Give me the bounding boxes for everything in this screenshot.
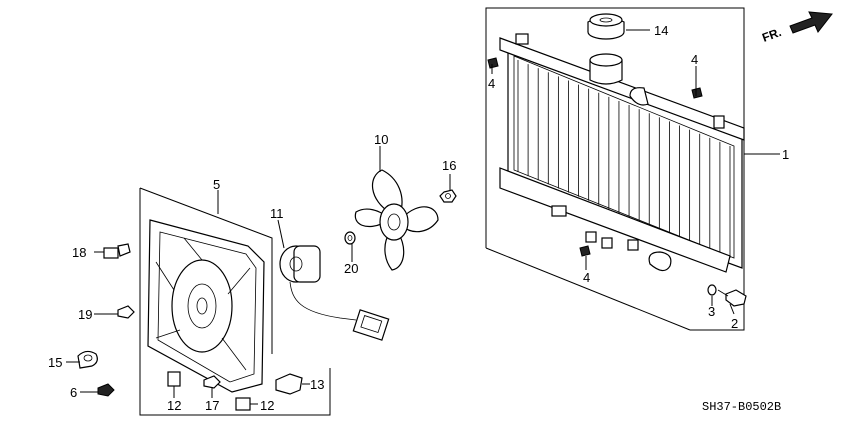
front-direction-arrow: FR. (760, 11, 833, 45)
callout-15: 15 (48, 355, 62, 370)
callout-5: 5 (213, 177, 220, 192)
callout-20: 20 (344, 261, 358, 276)
fan-nut (439, 189, 457, 203)
callout-1: 1 (782, 147, 789, 162)
callout-6: 6 (70, 385, 77, 400)
front-direction-label: FR. (760, 25, 783, 45)
radiator-cushion-clip (487, 57, 499, 69)
fan-washer (344, 231, 356, 245)
radiator-cushion-clip (579, 245, 591, 257)
callout-11: 11 (270, 206, 284, 221)
shroud-screw (117, 305, 135, 319)
fan-shroud (147, 219, 265, 393)
wire-clip (97, 383, 115, 397)
callout-10: 10 (374, 132, 388, 147)
callout-14: 14 (654, 23, 668, 38)
shroud-bolt (103, 243, 131, 259)
callout-18: 18 (72, 245, 86, 260)
callout-19: 19 (78, 307, 92, 322)
callout-4: 4 (583, 270, 590, 285)
radiator (499, 33, 745, 273)
callout-16: 16 (442, 158, 456, 173)
callout-12: 12 (260, 398, 274, 413)
diagram-code: SH37-B0502B (702, 400, 781, 414)
shroud-clip (235, 397, 251, 411)
wire-clamp (77, 350, 98, 369)
shroud-bolt-small (203, 375, 221, 389)
radiator-cap (587, 13, 625, 40)
fan-shroud-group-frame (139, 187, 331, 416)
shroud-bracket (275, 373, 303, 395)
drain-plug-washer (707, 284, 717, 296)
callout-3: 3 (708, 304, 715, 319)
leader-lines (66, 29, 780, 405)
shroud-clip (167, 371, 181, 387)
callout-17: 17 (205, 398, 219, 413)
callout-2: 2 (731, 316, 738, 331)
callout-13: 13 (310, 377, 324, 392)
callout-labels: 1 14 4 4 4 3 2 5 10 16 11 20 18 19 15 6 … (48, 23, 789, 413)
drain-plug (717, 289, 747, 307)
radiator-group-frame (485, 7, 745, 331)
cooling-fan (354, 169, 439, 271)
callout-12: 12 (167, 398, 181, 413)
radiator-cushion-clip (691, 87, 703, 99)
fan-motor (279, 245, 390, 341)
callout-4: 4 (691, 52, 698, 67)
callout-4: 4 (488, 76, 495, 91)
